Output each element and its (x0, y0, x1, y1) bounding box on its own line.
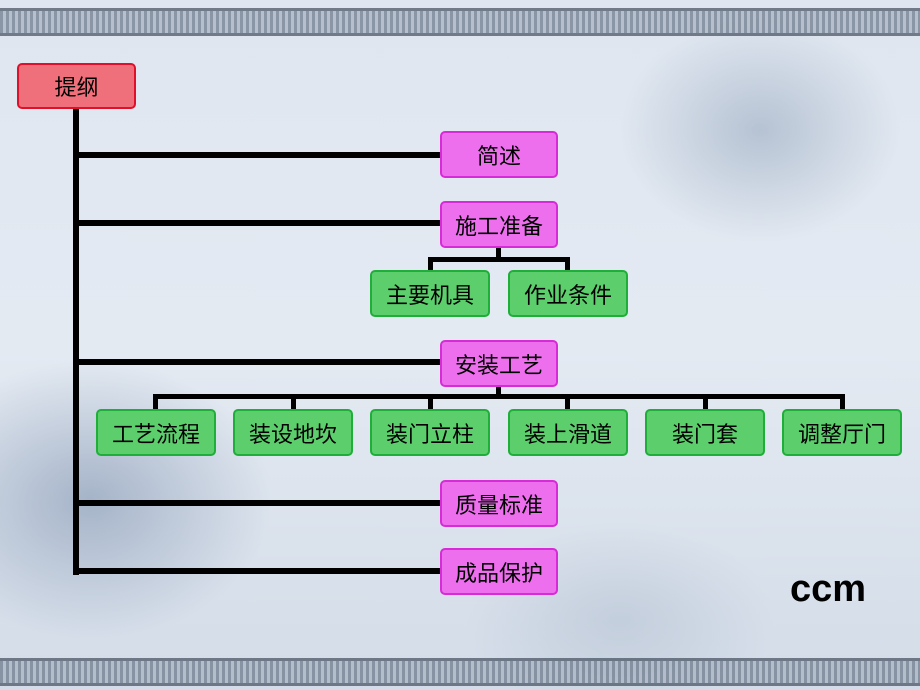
section-quality-node: 质量标准 (440, 480, 558, 527)
branch-line-quality (73, 500, 441, 506)
branch-line-preparation (73, 220, 441, 226)
install-door-column-node: 装门立柱 (370, 409, 490, 456)
prep-conditions-node: 作业条件 (508, 270, 628, 317)
install-upper-rail-node: 装上滑道 (508, 409, 628, 456)
process-stem-line (496, 386, 501, 398)
install-sill-node: 装设地坎 (233, 409, 353, 456)
trunk-line (73, 108, 79, 575)
prep-drop-line (428, 257, 433, 271)
process-drop-line (153, 394, 158, 410)
outline-root-node: 提纲 (17, 63, 136, 109)
prep-tools-node: 主要机具 (370, 270, 490, 317)
section-protection-node: 成品保护 (440, 548, 558, 595)
author-watermark: ccm (790, 568, 867, 610)
section-process-node: 安装工艺 (440, 340, 558, 387)
adjust-hall-door-node: 调整厅门 (782, 409, 902, 456)
process-flow-node: 工艺流程 (96, 409, 216, 456)
install-door-frame-node: 装门套 (645, 409, 765, 456)
section-preparation-node: 施工准备 (440, 201, 558, 248)
process-drop-line (703, 394, 708, 410)
process-drop-line (291, 394, 296, 410)
prep-stem-line (496, 247, 501, 261)
prep-drop-line (565, 257, 570, 271)
branch-line-overview (73, 152, 441, 158)
process-drop-line (840, 394, 845, 410)
branch-line-process (73, 359, 441, 365)
process-drop-line (428, 394, 433, 410)
section-overview-node: 简述 (440, 131, 558, 178)
process-drop-line (565, 394, 570, 410)
process-bar-line (153, 394, 845, 399)
bottom-decorative-band (0, 658, 920, 686)
prep-bar-line (428, 257, 570, 262)
branch-line-protection (73, 568, 441, 574)
top-decorative-band (0, 8, 920, 36)
